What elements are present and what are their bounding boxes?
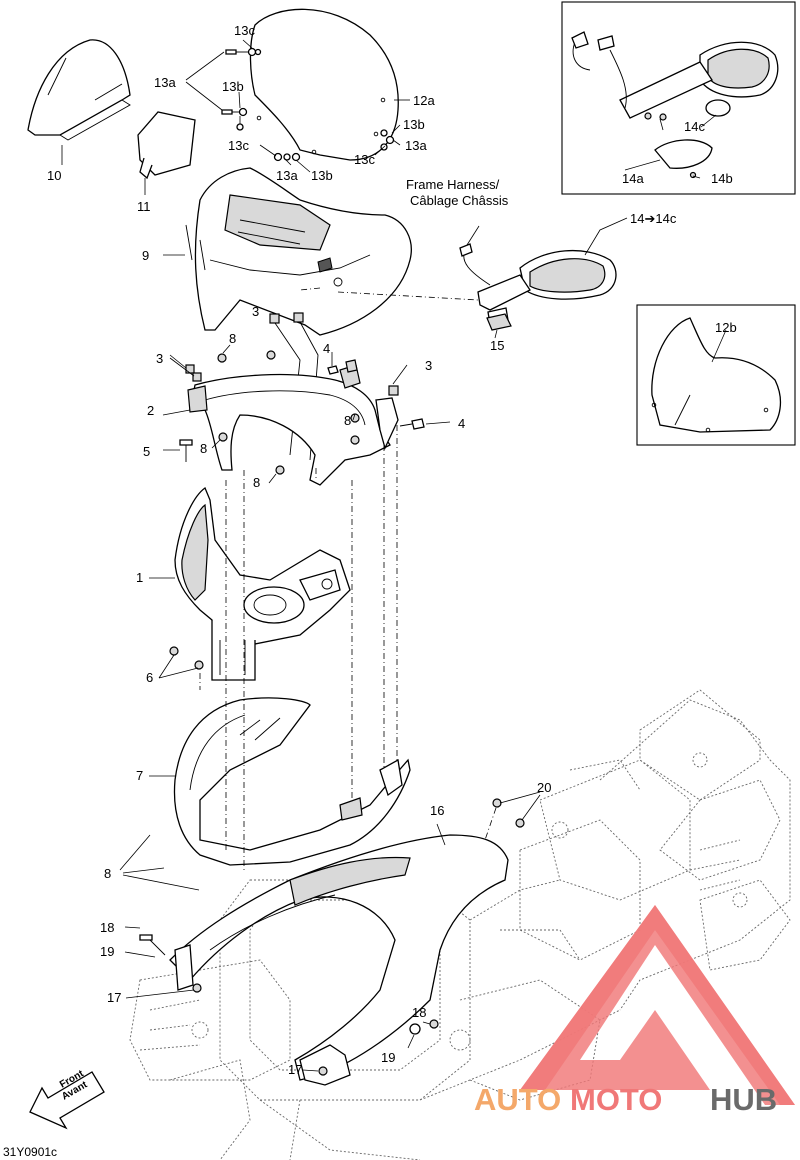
mirror-detail-inset <box>561 1 796 195</box>
windshield-option-inset <box>636 304 796 446</box>
front-direction-arrow: Front Avant <box>29 1068 105 1130</box>
callout-18-a: 18 <box>100 920 114 935</box>
callout-13a-2: 13a <box>276 168 298 183</box>
callout-1: 1 <box>136 570 143 585</box>
callout-8-e: 8 <box>104 866 111 881</box>
windshield <box>249 8 399 161</box>
watermark-hub: HUB <box>710 1082 777 1117</box>
callout-20: 20 <box>537 780 551 795</box>
callout-3-b: 3 <box>156 351 163 366</box>
callout-13c-1: 13c <box>234 23 255 38</box>
callout-12a: 12a <box>413 93 435 108</box>
callout-8-c: 8 <box>200 441 207 456</box>
diagram-code: 31Y0901c <box>3 1145 57 1159</box>
mirror-assembly <box>459 243 617 325</box>
callout-10: 10 <box>47 168 61 183</box>
callout-3-c: 3 <box>425 358 432 373</box>
callout-12b: 12b <box>715 320 737 335</box>
callout-13b-1: 13b <box>222 79 244 94</box>
callout-13b-3: 13b <box>403 117 425 132</box>
callout-13c-3: 13c <box>354 152 375 167</box>
callout-14c: 14c <box>684 119 705 134</box>
frame-harness-label-fr: Câblage Châssis <box>410 193 509 208</box>
callout-4-b: 4 <box>458 416 465 431</box>
callout-9: 9 <box>142 248 149 263</box>
callout-19-a: 19 <box>100 944 114 959</box>
callout-7: 7 <box>136 768 143 783</box>
callout-5: 5 <box>143 444 150 459</box>
light-shield <box>137 111 196 180</box>
leader-lines <box>61 39 727 1072</box>
callout-14b: 14b <box>711 171 733 186</box>
side-panel <box>139 798 525 1086</box>
callout-17-b: 17 <box>288 1062 302 1077</box>
instrument-cover <box>27 39 131 141</box>
callout-17-a: 17 <box>107 990 121 1005</box>
callout-13b-2: 13b <box>311 168 333 183</box>
callout-14: 14➔14c <box>630 211 677 226</box>
lower-nose-panel <box>173 697 411 866</box>
alignment-lines <box>199 287 497 870</box>
callout-18-b: 18 <box>412 1005 426 1020</box>
callout-3-a: 3 <box>252 304 259 319</box>
callout-8-b: 8 <box>344 413 351 428</box>
upper-fairing <box>185 167 412 336</box>
headlight-assembly <box>174 487 351 681</box>
callout-16: 16 <box>430 803 444 818</box>
watermark-moto: MOTO <box>570 1082 662 1117</box>
callout-13a-1: 13a <box>154 75 176 90</box>
watermark-logo: AUTO MOTO HUB <box>474 905 795 1117</box>
callout-2: 2 <box>147 403 154 418</box>
callout-14a: 14a <box>622 171 644 186</box>
watermark-auto: AUTO <box>474 1082 561 1117</box>
callout-13a-3: 13a <box>405 138 427 153</box>
callout-19-b: 19 <box>381 1050 395 1065</box>
frame-harness-label: Frame Harness/ <box>406 177 500 192</box>
reflector <box>486 313 512 331</box>
callout-13c-2: 13c <box>228 138 249 153</box>
callout-8-d: 8 <box>253 475 260 490</box>
callout-15: 15 <box>490 338 504 353</box>
support-frame <box>187 364 399 486</box>
callout-11: 11 <box>137 199 151 214</box>
callout-8-a: 8 <box>229 331 236 346</box>
windshield-hardware <box>221 47 395 162</box>
callout-labels: 10 11 9 12a 13c 13a 13b 13c 13a 13b 13b … <box>3 23 737 1159</box>
callout-4-a: 4 <box>323 341 330 356</box>
callout-6: 6 <box>146 670 153 685</box>
